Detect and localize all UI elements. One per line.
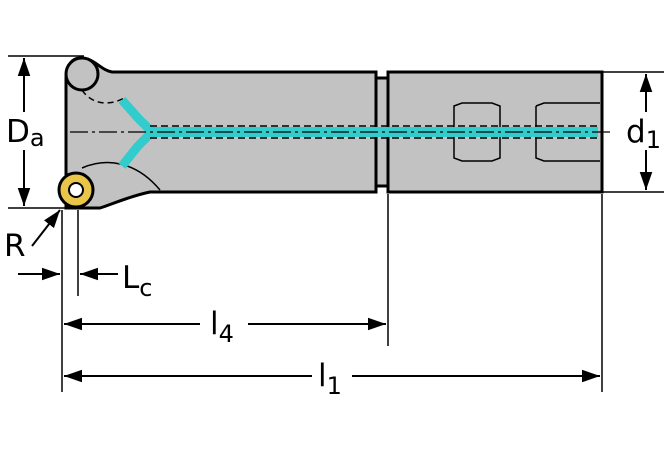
insert-screw-icon <box>68 182 84 198</box>
bottom-round-insert <box>57 171 95 209</box>
coolant-branch-top <box>118 97 156 136</box>
dimension-lines <box>8 55 664 392</box>
label-l1: l1 <box>318 358 342 400</box>
coolant-branch-bottom <box>118 128 156 169</box>
insert-seat-top <box>81 89 125 104</box>
label-Lc: Lc <box>122 260 152 302</box>
label-d1: d1 <box>626 114 661 154</box>
top-round-insert <box>64 56 100 92</box>
clamping-flat-1 <box>453 102 501 162</box>
coolant-channel-borders <box>150 125 598 139</box>
label-R: R <box>4 228 26 264</box>
label-l4: l4 <box>210 306 234 348</box>
label-Da: Da <box>6 114 45 152</box>
R-leader <box>31 209 61 247</box>
labels: Da d1 R Lc l4 l1 <box>4 112 668 400</box>
